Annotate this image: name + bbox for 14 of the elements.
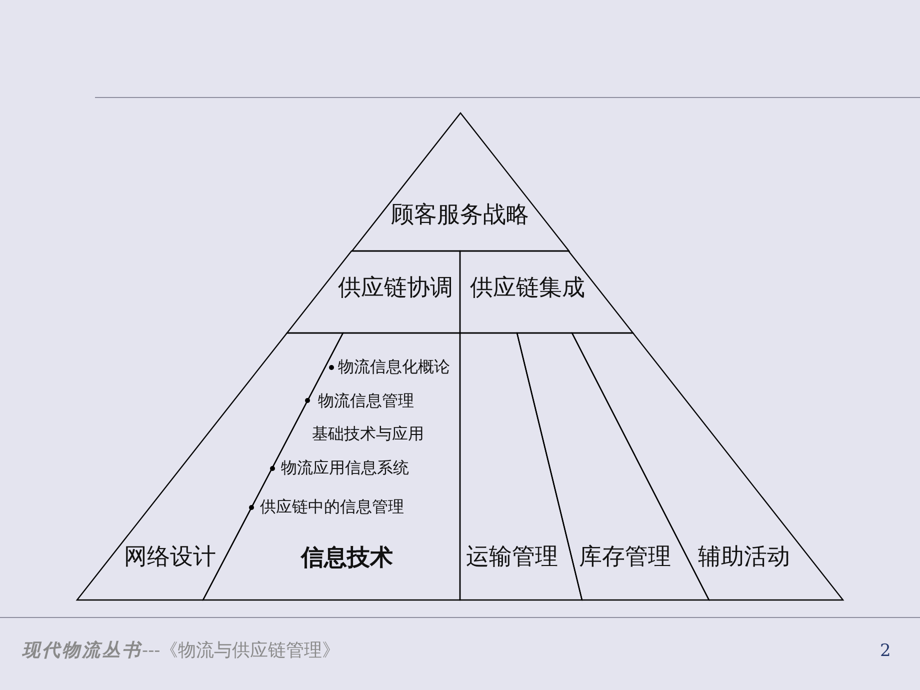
list-item: 物流信息化概论: [338, 359, 450, 375]
tier-label: 供应链集成: [470, 277, 585, 300]
tier-label: 供应链协调: [338, 277, 453, 300]
tier-label: 运输管理: [466, 546, 558, 569]
page-number: 2: [880, 643, 891, 660]
tier-label: 网络设计: [124, 546, 216, 569]
tier-label: 辅助活动: [698, 546, 790, 569]
list-item: 供应链中的信息管理: [260, 499, 404, 515]
footer-caption: 现代物流丛书---《物流与供应链管理》: [22, 642, 340, 660]
tier-heading: 信息技术: [301, 546, 393, 569]
tier-label: 顾客服务战略: [391, 204, 529, 227]
list-item: 物流应用信息系统: [281, 460, 409, 476]
tier-label: 库存管理: [579, 546, 671, 569]
list-item: 物流信息管理基础技术与应用: [312, 390, 425, 444]
